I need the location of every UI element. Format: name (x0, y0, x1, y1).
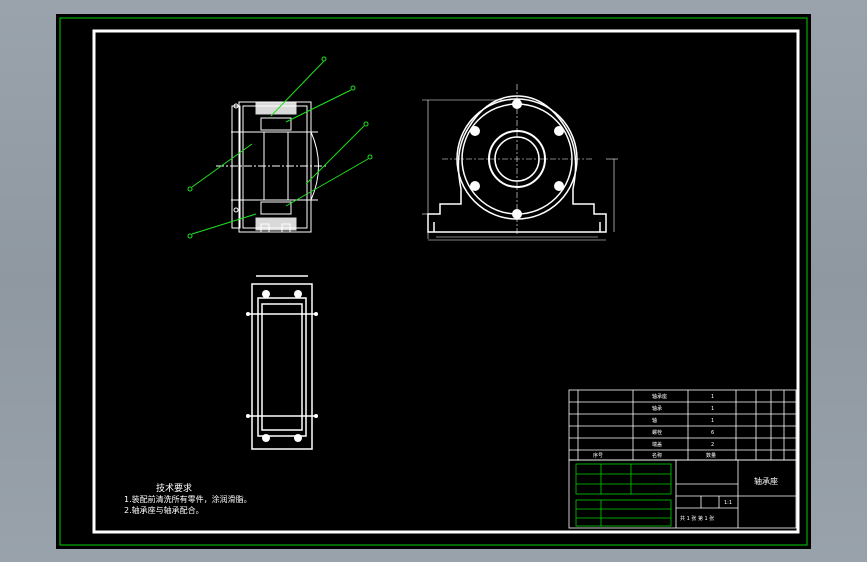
header-no: 序号 (593, 452, 603, 459)
header-qty: 数量 (706, 452, 716, 459)
header-name: 名称 (652, 452, 662, 459)
scale-value: 1:1 (724, 500, 732, 506)
sheet-info: 共 1 张 第 1 张 (680, 515, 714, 522)
parts-row-3-qty: 1 (711, 418, 714, 424)
inner-border (92, 29, 800, 534)
drawing-name: 轴承座 (754, 476, 778, 486)
signature-grid (575, 463, 672, 527)
cad-drawing: 技术要求 1.装配前清洗所有零件，涂润滑脂。 2.轴承座与轴承配合。 轴承座 轴… (59, 17, 808, 546)
parts-row-1-name: 轴承座 (652, 393, 667, 400)
notes-line-2: 2.轴承座与轴承配合。 (124, 505, 204, 515)
section-view (216, 101, 328, 233)
drawing-sheet: 技术要求 1.装配前清洗所有零件，涂润滑脂。 2.轴承座与轴承配合。 轴承座 轴… (56, 14, 811, 549)
dimension-lines (422, 84, 618, 241)
parts-row-3-name: 轴 (652, 417, 657, 424)
outer-border (59, 17, 808, 546)
parts-row-4-name: 螺栓 (652, 429, 662, 436)
top-view-bolts (246, 290, 318, 442)
parts-row-1-qty: 1 (711, 394, 714, 400)
parts-row-4-qty: 6 (711, 430, 714, 436)
parts-list (568, 389, 797, 461)
parts-row-2-qty: 1 (711, 406, 714, 412)
title-block (568, 459, 797, 529)
leader-lines (187, 56, 373, 239)
notes-heading: 技术要求 (156, 482, 192, 494)
notes-line-1: 1.装配前清洗所有零件，涂润滑脂。 (124, 494, 252, 504)
parts-row-2-name: 轴承 (652, 405, 662, 412)
top-view (246, 275, 318, 450)
parts-row-5-name: 端盖 (652, 441, 662, 448)
parts-row-5-qty: 2 (711, 442, 714, 448)
